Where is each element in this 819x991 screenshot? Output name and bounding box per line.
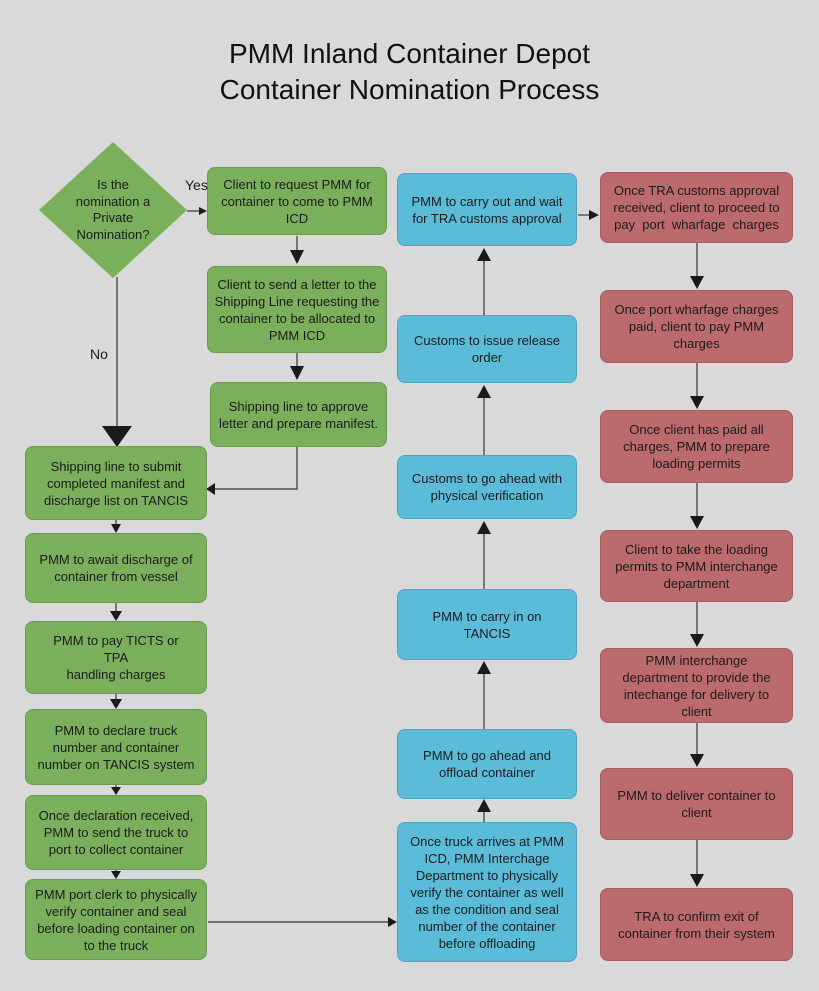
node-pay-handling-charges: PMM to pay TICTS or TPA handling charges xyxy=(25,621,207,694)
node-port-clerk-verify: PMM port clerk to physically verify cont… xyxy=(25,879,207,960)
arrowhead xyxy=(111,524,121,533)
arrowhead xyxy=(690,516,704,529)
node-provide-interchange: PMM interchange department to provide th… xyxy=(600,648,793,723)
node-shipping-line-approve: Shipping line to approve letter and prep… xyxy=(210,382,387,447)
title-line2: Container Nomination Process xyxy=(219,74,600,105)
arrowhead xyxy=(388,917,397,927)
arrowhead xyxy=(690,396,704,409)
arrowhead-large xyxy=(102,426,132,447)
node-tra-confirm-exit: TRA to confirm exit of container from th… xyxy=(600,888,793,961)
arrowhead xyxy=(690,276,704,289)
node-declare-truck-number: PMM to declare truck number and containe… xyxy=(25,709,207,785)
arrowhead xyxy=(477,248,491,261)
arrowhead xyxy=(110,611,122,621)
node-offload-container: PMM to go ahead and offload container xyxy=(397,729,577,799)
node-carry-in-tancis: PMM to carry in on TANCIS xyxy=(397,589,577,660)
page-title: PMM Inland Container Depot Container Nom… xyxy=(0,36,819,108)
node-prepare-loading-permits: Once client has paid all charges, PMM to… xyxy=(600,410,793,483)
arrowhead xyxy=(690,874,704,887)
node-pay-port-wharfage: Once TRA customs approval received, clie… xyxy=(600,172,793,243)
arrowhead xyxy=(690,754,704,767)
node-pay-pmm-charges: Once port wharfage charges paid, client … xyxy=(600,290,793,363)
arrowhead xyxy=(477,799,491,812)
connector-g3-g4 xyxy=(214,447,298,490)
node-submit-manifest-tancis: Shipping line to submit completed manife… xyxy=(25,446,207,520)
title-line1: PMM Inland Container Depot xyxy=(228,38,591,69)
node-customs-release-order: Customs to issue release order xyxy=(397,315,577,383)
node-send-truck-to-port: Once declaration received, PMM to send t… xyxy=(25,795,207,870)
node-deliver-container: PMM to deliver container to client xyxy=(600,768,793,840)
node-customs-physical-verification: Customs to go ahead with physical verifi… xyxy=(397,455,577,519)
arrowhead xyxy=(111,787,121,795)
no-label: No xyxy=(90,346,108,362)
arrowhead xyxy=(589,210,599,220)
arrowhead xyxy=(290,366,304,380)
arrowhead xyxy=(110,699,122,709)
arrowhead xyxy=(477,385,491,398)
arrowhead xyxy=(477,521,491,534)
node-client-request-pmm: Client to request PMM for container to c… xyxy=(207,167,387,235)
yes-label: Yes xyxy=(185,177,208,193)
node-await-discharge: PMM to await discharge of container from… xyxy=(25,533,207,603)
node-client-letter-shipping-line: Client to send a letter to the Shipping … xyxy=(207,266,387,353)
arrowhead xyxy=(206,483,215,495)
decision-private-nomination: Is the nomination a Private Nomination? xyxy=(39,142,187,278)
arrowhead xyxy=(199,207,207,215)
node-wait-tra-approval: PMM to carry out and wait for TRA custom… xyxy=(397,173,577,246)
node-truck-arrives-icd-verify: Once truck arrives at PMM ICD, PMM Inter… xyxy=(397,822,577,962)
arrowhead xyxy=(290,250,304,264)
arrowhead xyxy=(111,871,121,879)
arrowhead xyxy=(477,661,491,674)
node-take-permits-interchange: Client to take the loading permits to PM… xyxy=(600,530,793,602)
arrowhead xyxy=(690,634,704,647)
